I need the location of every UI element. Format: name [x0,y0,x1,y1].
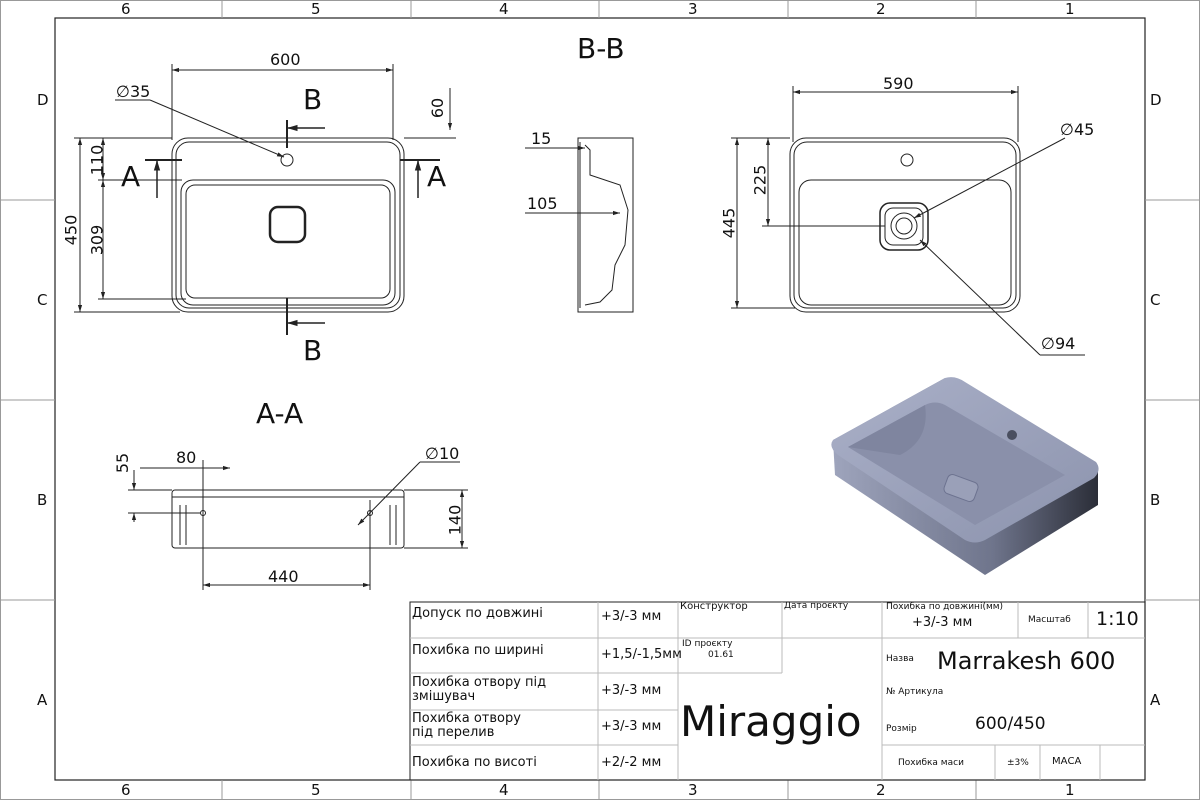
dim-309: 309 [87,224,107,256]
bottom-view [731,86,1085,356]
dim-hole-35: ∅35 [116,82,151,101]
zone-col-6: 6 [121,0,131,18]
dim-445: 445 [719,207,739,239]
dim-440: 440 [268,567,299,586]
zone-row-b-right: B [1150,491,1161,509]
zone-col-6-bottom: 6 [121,781,131,799]
side-section-view [525,137,634,313]
size-label: Розмір [886,724,917,734]
section-aa-view [128,460,468,590]
zone-col-1-bottom: 1 [1065,781,1075,799]
tol-label-overflow-hole: Похибка отвору під перелив [412,711,521,740]
zone-row-b: B [37,491,48,509]
project-date-label: Дата проєкту [784,601,849,611]
cut-label-b-bottom: B [303,334,323,367]
tol-value-width: +1,5/-1,5мм [601,647,682,662]
name-label: Назва [886,654,914,664]
project-id-label: ID проєкту [682,639,733,649]
zone-col-2: 2 [876,0,886,18]
length-tol-label: Похибка по довжині(мм) [886,602,1004,612]
scale-label: Масштаб [1028,615,1071,625]
product-name: Marrakesh 600 [937,647,1116,675]
zone-col-5-bottom: 5 [311,781,321,799]
basin-3d-render [831,377,1099,575]
zone-col-4-bottom: 4 [499,781,509,799]
mass-label: МАСА [1052,756,1082,767]
project-id-value: 01.61 [708,650,734,660]
designer-label: Конструктор [680,601,748,612]
dim-600: 600 [270,50,301,69]
dim-225: 225 [750,164,770,196]
dim-80: 80 [176,448,197,467]
cut-label-a-left: A [121,160,141,193]
dim-450: 450 [61,214,81,246]
tol-label-length: Допуск по довжині [412,606,543,621]
dim-aa-dia-10: ∅10 [425,444,460,463]
title-block-grid [409,601,1146,781]
brand-logo: Miraggio [680,697,862,746]
zone-row-d-right: D [1150,91,1162,109]
zone-col-2-bottom: 2 [876,781,886,799]
dim-15: 15 [531,129,552,148]
tol-value-length: +3/-3 мм [601,609,662,624]
tol-label-width: Похибка по ширині [412,643,544,658]
tol-value-height: +2/-2 мм [601,755,662,770]
zone-row-c: C [37,291,48,309]
dim-110: 110 [87,144,107,176]
cut-label-b-top: B [303,83,323,116]
zone-row-a: A [37,691,48,709]
zone-col-5: 5 [311,0,321,18]
scale-value: 1:10 [1096,608,1139,630]
cut-label-a-right: A [427,160,447,193]
tol-label-mixer-hole: Похибка отвору під змішувач [412,675,547,704]
dim-55: 55 [113,452,133,474]
length-tol-value: +3/-3 мм [912,615,973,630]
mass-tol-label: Похибка маси [898,758,964,768]
tol-value-overflow-hole: +3/-3 мм [601,719,662,734]
zone-col-3-bottom: 3 [688,781,698,799]
dim-60: 60 [428,97,448,119]
zone-col-3: 3 [688,0,698,18]
tol-label-height: Похибка по висоті [412,755,537,770]
dim-590: 590 [883,74,914,93]
zone-col-4: 4 [499,0,509,18]
dim-105: 105 [527,194,558,213]
plan-view [74,64,456,335]
tol-value-mixer-hole: +3/-3 мм [601,683,662,698]
zone-row-d: D [37,91,49,109]
dim-140: 140 [445,504,465,536]
size-value: 600/450 [975,714,1046,734]
dim-drain-45: ∅45 [1060,120,1095,139]
zone-col-1: 1 [1065,0,1075,18]
mass-tol-value: ±3% [1007,758,1029,768]
zone-row-c-right: C [1150,291,1161,309]
article-label: № Артикула [886,687,944,697]
section-aa-title: A-A [256,397,304,430]
section-bb-title: B-B [577,32,625,65]
dim-drain-94: ∅94 [1041,334,1076,353]
zone-row-a-right: A [1150,691,1161,709]
